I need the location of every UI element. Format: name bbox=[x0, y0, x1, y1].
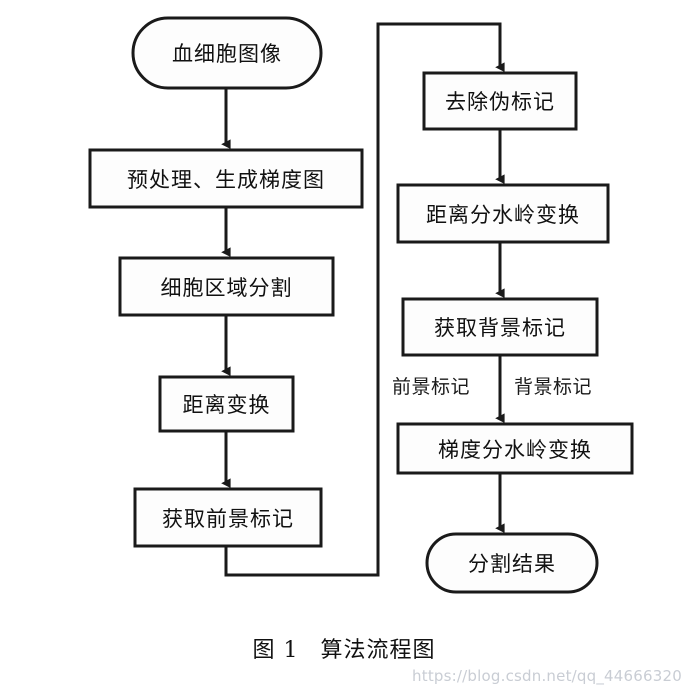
figure-caption: 图 1 算法流程图 bbox=[0, 632, 688, 664]
node-cell-region-label: 细胞区域分割 bbox=[160, 275, 293, 300]
node-cell-region-shape bbox=[118, 256, 335, 317]
node-distance-watershed-shape bbox=[396, 183, 610, 244]
watermark-text: https://blog.csdn.net/qq_44666320 bbox=[412, 667, 682, 685]
node-preprocess-label: 预处理、生成梯度图 bbox=[127, 167, 325, 192]
edge-label-background-marker: 背景标记 bbox=[514, 376, 593, 398]
node-result-shape bbox=[425, 532, 599, 594]
figure-caption-title: 算法流程图 bbox=[320, 638, 436, 663]
node-distance-transform-shape bbox=[158, 375, 295, 433]
node-gradient-watershed-shape bbox=[396, 422, 634, 475]
edge-label-foreground-marker: 前景标记 bbox=[392, 376, 471, 398]
node-gradient-watershed-label: 梯度分水岭变换 bbox=[438, 437, 592, 462]
node-get-background-label: 获取背景标记 bbox=[434, 316, 566, 340]
edge-get-foreground-to-remove-false bbox=[224, 22, 505, 577]
node-remove-false-label: 去除伪标记 bbox=[445, 90, 555, 114]
node-get-foreground-label: 获取前景标记 bbox=[162, 506, 294, 531]
node-preprocess-shape bbox=[88, 148, 364, 209]
node-distance-transform-label: 距离变换 bbox=[182, 393, 271, 417]
figure-caption-number: 图 1 bbox=[252, 638, 299, 663]
node-get-background-shape bbox=[401, 297, 599, 357]
node-get-foreground-shape bbox=[133, 487, 323, 548]
node-result-label: 分割结果 bbox=[468, 552, 556, 576]
node-distance-watershed-label: 距离分水岭变换 bbox=[426, 202, 580, 227]
node-start-label: 血细胞图像 bbox=[172, 42, 282, 66]
